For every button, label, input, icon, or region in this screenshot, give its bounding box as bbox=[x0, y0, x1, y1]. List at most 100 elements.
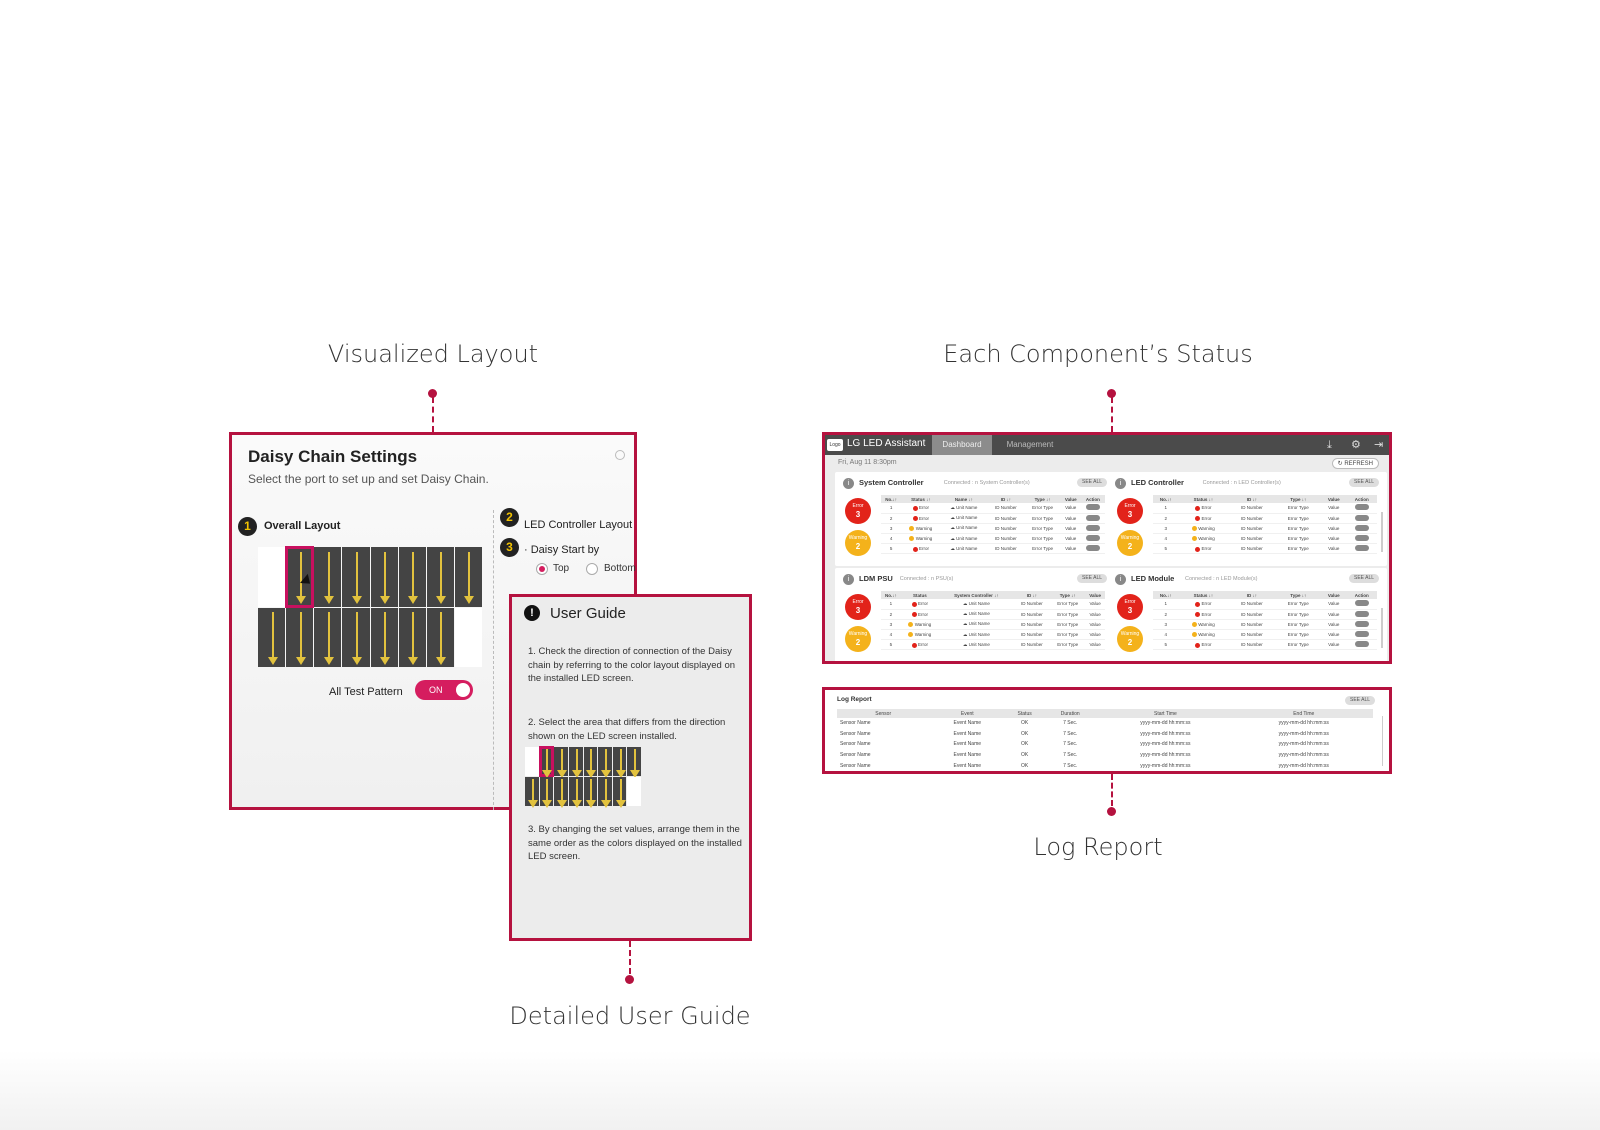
column-header[interactable]: No.↓↑ bbox=[1153, 495, 1179, 503]
grid-cell[interactable] bbox=[398, 547, 426, 607]
action-button[interactable] bbox=[1085, 545, 1100, 552]
download-icon[interactable]: ⤓ bbox=[1327, 439, 1332, 451]
grid-cell[interactable] bbox=[342, 607, 370, 667]
tab-dashboard[interactable]: Dashboard bbox=[932, 435, 992, 455]
column-header[interactable]: Value bbox=[1085, 591, 1105, 599]
grid-cell[interactable] bbox=[258, 607, 286, 667]
see-all-button[interactable]: SEE ALL bbox=[1348, 478, 1379, 487]
grid-cell[interactable] bbox=[258, 547, 286, 607]
column-header[interactable]: Status ↓↑ bbox=[901, 495, 941, 503]
action-button[interactable] bbox=[1354, 620, 1369, 627]
action-button[interactable] bbox=[1354, 641, 1369, 648]
card-scrollbar[interactable] bbox=[1381, 608, 1383, 648]
column-header[interactable]: Status ↓↑ bbox=[1178, 495, 1229, 503]
log-column-header[interactable]: Start Time bbox=[1096, 709, 1235, 718]
action-button[interactable] bbox=[1354, 631, 1369, 638]
column-header[interactable]: No.↓↑ bbox=[881, 495, 902, 503]
card-scrollbar[interactable] bbox=[1381, 512, 1383, 552]
column-header[interactable]: No.↓↑ bbox=[1153, 591, 1179, 599]
log-column-header[interactable]: Sensor bbox=[837, 709, 930, 718]
column-header[interactable]: Type ↓↑ bbox=[1275, 591, 1321, 599]
log-column-header[interactable]: Duration bbox=[1044, 709, 1097, 718]
action-button[interactable] bbox=[1354, 504, 1369, 511]
log-see-all-button[interactable]: SEE ALL bbox=[1344, 696, 1375, 705]
radio-bottom[interactable] bbox=[586, 563, 598, 575]
see-all-button[interactable]: SEE ALL bbox=[1348, 574, 1379, 583]
column-header[interactable]: Action bbox=[1080, 495, 1105, 503]
column-header[interactable]: Type ↓↑ bbox=[1275, 495, 1321, 503]
log-column-header[interactable]: End Time bbox=[1234, 709, 1373, 718]
column-header[interactable]: Action bbox=[1346, 495, 1377, 503]
grid-cell[interactable] bbox=[398, 607, 426, 667]
column-header[interactable]: ID ↓↑ bbox=[987, 495, 1025, 503]
all-test-pattern-toggle[interactable]: ON bbox=[415, 680, 473, 700]
grid-cell[interactable] bbox=[314, 607, 342, 667]
action-button[interactable] bbox=[1085, 524, 1100, 531]
column-header[interactable]: Name ↓↑ bbox=[940, 495, 988, 503]
column-header[interactable]: ID ↓↑ bbox=[1228, 591, 1276, 599]
grid-cell[interactable] bbox=[454, 607, 482, 667]
log-column-header[interactable]: Status bbox=[1005, 709, 1045, 718]
log-column-header[interactable]: Event bbox=[929, 709, 1006, 718]
action-button[interactable] bbox=[1085, 504, 1100, 511]
overall-layout-grid[interactable] bbox=[258, 546, 482, 667]
action-button[interactable] bbox=[1354, 524, 1369, 531]
radio-top[interactable] bbox=[536, 563, 548, 575]
action-button[interactable] bbox=[1085, 514, 1100, 521]
exit-icon[interactable]: ⇥ bbox=[1374, 439, 1384, 451]
column-header[interactable]: Value bbox=[1060, 495, 1081, 503]
grid-cell[interactable] bbox=[370, 547, 398, 607]
grid-cell[interactable] bbox=[342, 547, 370, 607]
tab-management[interactable]: Management bbox=[1006, 440, 1054, 449]
column-header[interactable]: Value bbox=[1320, 591, 1347, 599]
action-button[interactable] bbox=[1354, 545, 1369, 552]
refresh-button[interactable]: ↻ REFRESH bbox=[1331, 458, 1379, 469]
column-header[interactable]: Value bbox=[1320, 495, 1347, 503]
grid-cell[interactable] bbox=[454, 547, 482, 607]
see-all-button[interactable]: SEE ALL bbox=[1076, 574, 1107, 583]
log-scrollbar[interactable] bbox=[1382, 716, 1383, 766]
see-all-button[interactable]: SEE ALL bbox=[1076, 478, 1107, 487]
grid-cell[interactable] bbox=[370, 607, 398, 667]
grid-cell[interactable] bbox=[314, 547, 342, 607]
gear-icon[interactable]: ⚙ bbox=[1351, 439, 1361, 451]
column-header[interactable]: Action bbox=[1346, 591, 1377, 599]
column-header[interactable]: Status bbox=[900, 591, 940, 599]
action-button[interactable] bbox=[1354, 514, 1369, 521]
column-header[interactable]: No.↓↑ bbox=[881, 591, 901, 599]
grid-cell[interactable] bbox=[286, 607, 314, 667]
action-button[interactable] bbox=[1085, 535, 1100, 542]
column-header[interactable]: Status ↓↑ bbox=[1178, 591, 1229, 599]
action-button[interactable] bbox=[1354, 535, 1369, 542]
grid-cell[interactable] bbox=[426, 547, 454, 607]
column-header[interactable]: ID ↓↑ bbox=[1228, 495, 1276, 503]
column-header[interactable]: System Controller ↓↑ bbox=[939, 591, 1014, 599]
column-header[interactable]: Type ↓↑ bbox=[1050, 591, 1086, 599]
grid-cell[interactable] bbox=[426, 607, 454, 667]
column-header[interactable]: Type ↓↑ bbox=[1024, 495, 1061, 503]
grid-cell-selected[interactable] bbox=[285, 546, 315, 608]
column-header[interactable]: ID ↓↑ bbox=[1013, 591, 1051, 599]
close-icon[interactable] bbox=[615, 450, 625, 460]
